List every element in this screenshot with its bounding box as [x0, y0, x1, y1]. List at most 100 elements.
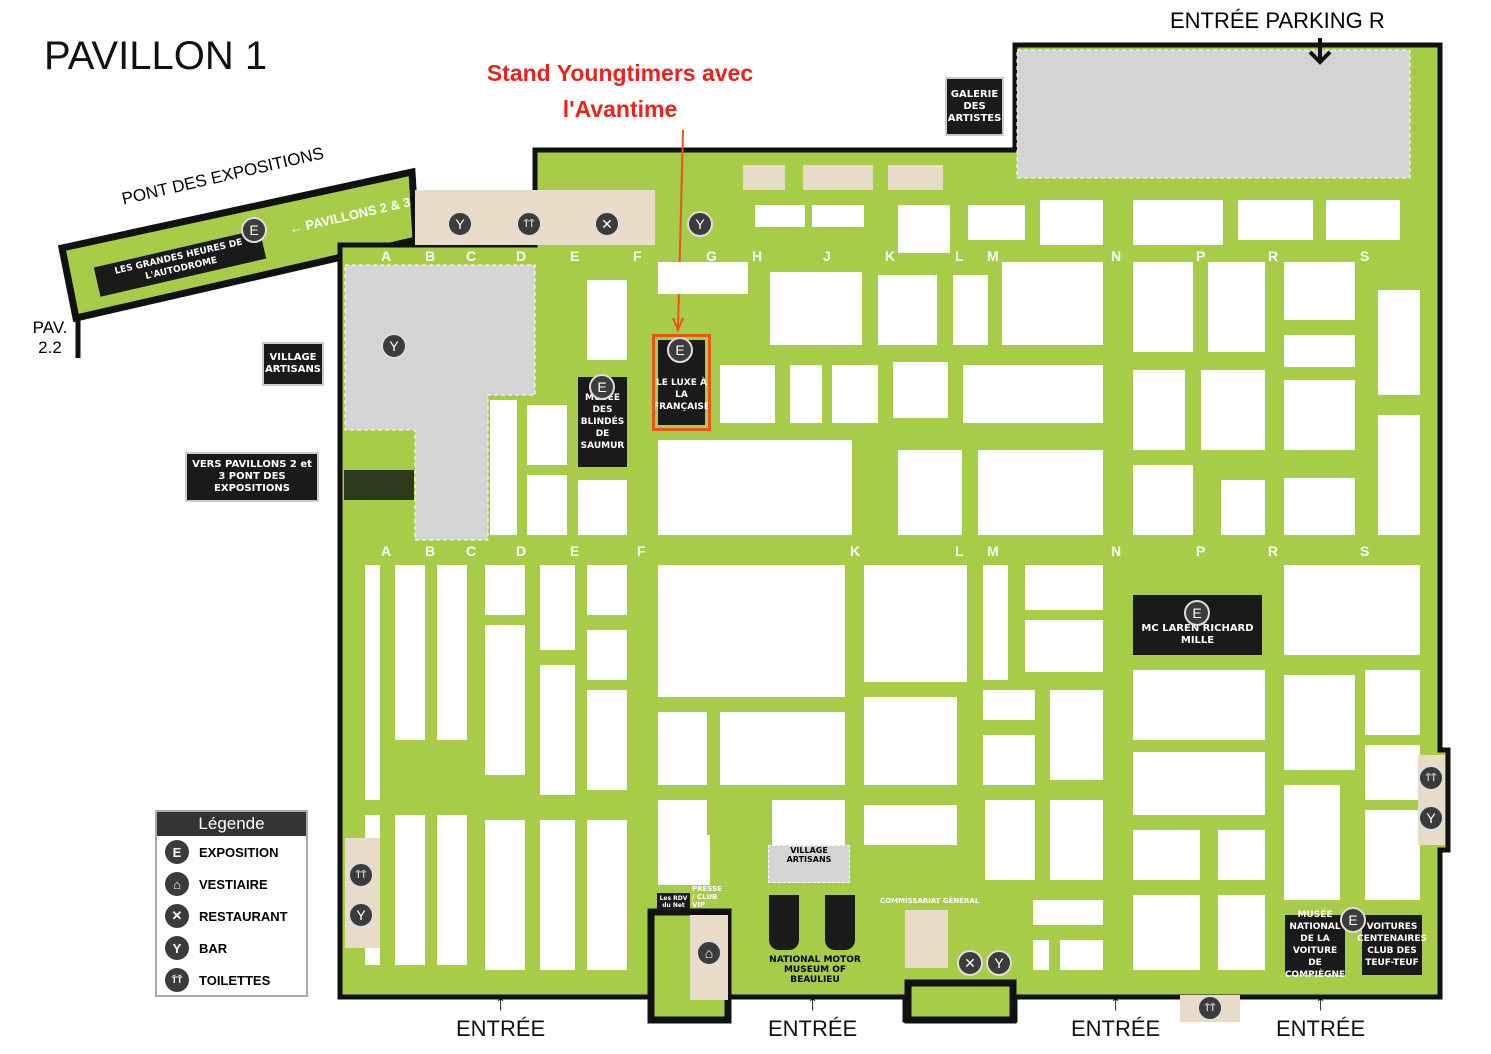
stand [540, 565, 575, 650]
village-artisans-bottom: VILLAGE ARTISANS [768, 845, 850, 883]
stand [485, 820, 525, 970]
stand [658, 712, 707, 785]
column-letter: M [987, 248, 999, 264]
stand [578, 480, 627, 535]
column-letter: M [987, 543, 999, 559]
column-letter: R [1268, 543, 1279, 559]
stand [790, 365, 822, 423]
stand [658, 565, 845, 697]
stand [1025, 565, 1103, 610]
cocktail-icon: Y [165, 936, 189, 960]
stand [1365, 810, 1420, 900]
stand [1218, 830, 1265, 880]
stand [1133, 262, 1193, 352]
column-letter: J [823, 248, 831, 264]
stand [485, 565, 525, 615]
column-letter: G [706, 248, 717, 264]
stand [1284, 380, 1355, 450]
exposition-icon: E [589, 374, 615, 400]
coat-hanger-icon: ⌂ [696, 940, 722, 966]
beaulieu-label: NATIONAL MOTOR MUSEUM OF BEAULIEU [769, 955, 861, 985]
exposition-icon: E [1340, 907, 1366, 933]
stand [365, 565, 380, 800]
cocktail-icon: Y [447, 211, 473, 237]
column-letter: C [466, 248, 477, 264]
annotation-line2: l'Avantime [562, 96, 678, 122]
stand [898, 205, 950, 253]
column-letter: H [752, 248, 763, 264]
fork-knife-icon: ✕ [957, 950, 983, 976]
stand [1133, 752, 1265, 815]
toilets-icon: ŤŤ [516, 211, 542, 237]
column-letter: E [570, 248, 580, 264]
stand [963, 365, 1103, 423]
stand [1365, 745, 1420, 800]
stand [983, 565, 1008, 680]
column-letter: P [1196, 248, 1206, 264]
stand [893, 362, 948, 418]
stand [1060, 940, 1103, 970]
stand [983, 735, 1035, 785]
fork-knife-icon: ✕ [165, 904, 189, 928]
parking-entrance-label: ENTRÉE PARKING R [1170, 8, 1385, 33]
stand [1284, 675, 1355, 770]
column-letter: C [466, 543, 477, 559]
stand [1284, 262, 1355, 320]
column-letter: D [516, 248, 527, 264]
cocktail-icon: Y [1418, 805, 1444, 831]
page-title: PAVILLON 1 [44, 34, 268, 78]
stand [772, 800, 845, 845]
exhibit-compiegne: MUSÉE NATIONAL DE LA VOITURE DE COMPIÈGN… [1285, 910, 1345, 980]
stand [437, 815, 467, 965]
stand [1208, 262, 1265, 352]
stand [587, 820, 627, 970]
column-letter: F [637, 543, 646, 559]
service-area [345, 838, 380, 948]
toilets-icon: ŤŤ [165, 968, 189, 992]
vers-pavillons-label: VERS PAVILLONS 2 et 3 PONT DES EXPOSITIO… [185, 452, 319, 502]
stand [1133, 200, 1223, 245]
column-letter: B [425, 248, 436, 264]
stand [878, 275, 937, 345]
stand [1326, 200, 1400, 240]
stand [1284, 565, 1420, 655]
rdv-du-net-stand: Les RDV du Net [657, 893, 690, 910]
stand [540, 820, 575, 970]
legend-title: Légende [157, 812, 306, 836]
entrance-1: ↑ENTRÉE [456, 990, 546, 1041]
stand [490, 400, 517, 535]
column-letter: B [425, 543, 436, 559]
stand [812, 205, 864, 227]
pav22-label: PAV. 2.2 [32, 318, 68, 357]
cocktail-icon: Y [687, 211, 713, 237]
stand [1218, 895, 1265, 970]
arrow-up-icon: ↑ [807, 990, 819, 1015]
column-letter: K [850, 543, 861, 559]
beaulieu-stand-1 [769, 895, 799, 950]
stand [898, 450, 962, 535]
stand [1002, 262, 1103, 345]
stand [1284, 785, 1340, 900]
column-letter: N [1111, 543, 1122, 559]
stand [953, 275, 988, 345]
stand [720, 365, 775, 423]
stand [587, 630, 627, 680]
stand [1025, 620, 1103, 672]
stand [1133, 830, 1200, 880]
stand [395, 565, 425, 740]
legend-item: ✕RESTAURANT [157, 900, 306, 932]
column-letter: N [1111, 248, 1122, 264]
village-artisans-label: VILLAGE ARTISANS [262, 342, 324, 386]
entrance-4: ↑ENTRÉE [1276, 990, 1366, 1041]
coat-hanger-icon: ⌂ [165, 872, 189, 896]
stand [527, 405, 567, 465]
column-letter: F [633, 248, 642, 264]
commissariat-label: COMMISSARIAT GÉNÉRAL [880, 897, 980, 905]
service-area [743, 165, 785, 190]
stand [985, 800, 1035, 880]
presse-label: PRESSE / CLUB VIP [692, 885, 722, 909]
stand [540, 665, 575, 795]
